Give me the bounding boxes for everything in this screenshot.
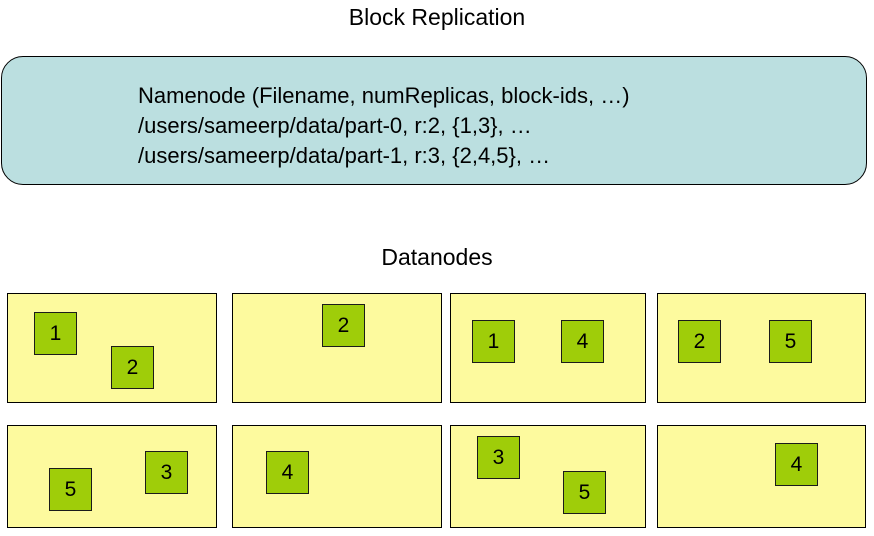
datanodes-section-label: Datanodes	[381, 244, 493, 270]
block-3[interactable]: 3	[145, 451, 188, 494]
block-1[interactable]: 1	[472, 320, 515, 363]
block-3[interactable]: 3	[477, 436, 520, 479]
block-5[interactable]: 5	[769, 320, 812, 363]
datanode-8[interactable]: 4	[657, 425, 866, 528]
block-4[interactable]: 4	[561, 320, 604, 363]
namenode-metadata-text: Namenode (Filename, numReplicas, block-i…	[138, 81, 630, 171]
block-2[interactable]: 2	[111, 346, 154, 389]
block-2[interactable]: 2	[678, 320, 721, 363]
namenode-file-entry-part-0: /users/sameerp/data/part-0, r:2, {1,3}, …	[138, 113, 532, 138]
block-1[interactable]: 1	[34, 312, 77, 355]
namenode-box: Namenode (Filename, numReplicas, block-i…	[1, 56, 867, 185]
datanode-6[interactable]: 4	[232, 425, 442, 528]
datanode-2[interactable]: 2	[232, 293, 442, 403]
block-5[interactable]: 5	[49, 468, 92, 511]
block-4[interactable]: 4	[266, 451, 309, 494]
namenode-schema-line: Namenode (Filename, numReplicas, block-i…	[138, 83, 630, 108]
block-2[interactable]: 2	[322, 304, 365, 347]
block-5[interactable]: 5	[563, 471, 606, 514]
page-title: Block Replication	[348, 4, 526, 30]
namenode-file-entry-part-1: /users/sameerp/data/part-1, r:3, {2,4,5}…	[138, 143, 551, 168]
block-4[interactable]: 4	[775, 443, 818, 486]
